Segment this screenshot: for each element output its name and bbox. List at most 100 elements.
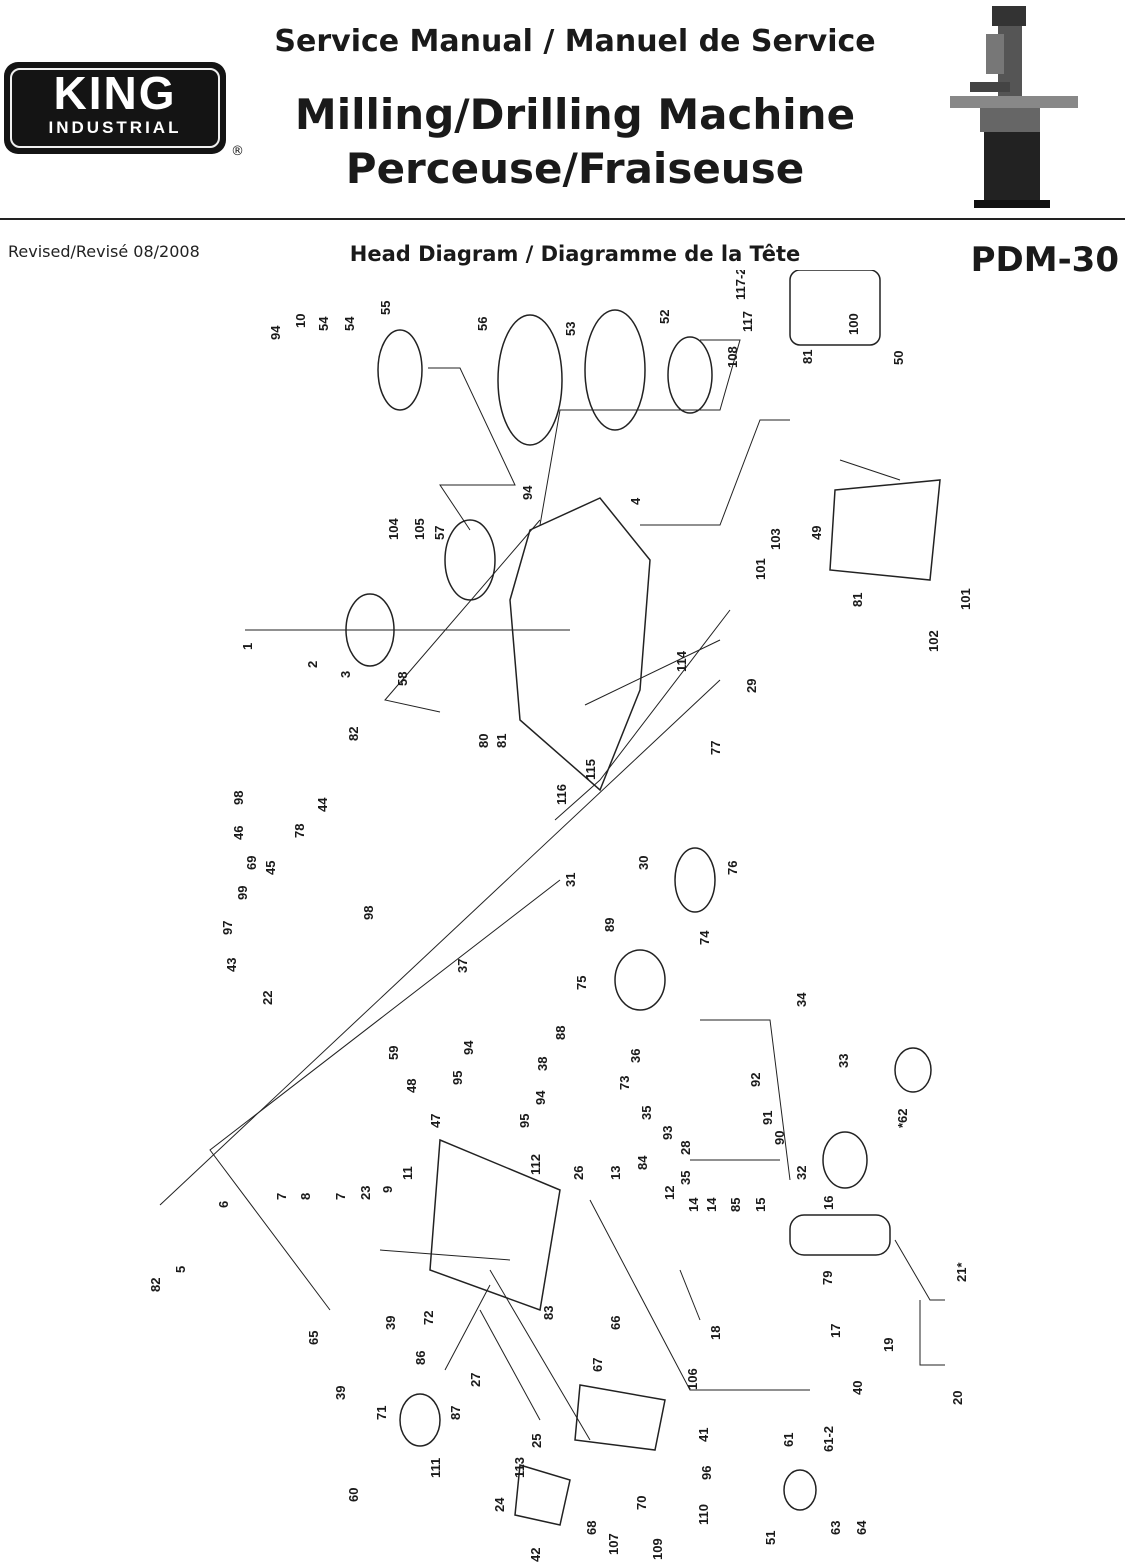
part-label: 82 [148, 1278, 163, 1292]
handwheel-32 [822, 1131, 868, 1189]
part-label: 107 [606, 1533, 621, 1555]
part-label: 97 [220, 921, 235, 935]
part-label: 4 [628, 497, 643, 505]
pulley-55 [377, 329, 423, 411]
part-label: 106 [685, 1368, 700, 1390]
belt-53 [584, 309, 646, 431]
part-label: 23 [358, 1186, 373, 1200]
motor-plate-49 [829, 479, 941, 581]
part-label: 30 [636, 856, 651, 870]
part-label: 31 [563, 873, 578, 887]
part-label: 108 [725, 346, 740, 368]
part-label: 59 [386, 1046, 401, 1060]
revision-date: Revised/Revisé 08/2008 [8, 242, 200, 261]
part-label: 34 [794, 992, 809, 1007]
part-label: 54 [316, 316, 331, 331]
part-label: 71 [374, 1406, 389, 1420]
switch-box-42 [514, 1464, 571, 1526]
part-label: 43 [224, 958, 239, 972]
part-label: 14 [686, 1197, 701, 1212]
part-label: 35 [678, 1171, 693, 1185]
part-label: 48 [404, 1079, 419, 1093]
part-label: 117-2 [733, 270, 748, 300]
part-label: 61 [781, 1433, 796, 1447]
part-label: 80 [476, 734, 491, 748]
part-label: 65 [306, 1331, 321, 1345]
belt-guard-4 [509, 497, 651, 792]
part-label: 8 [298, 1193, 313, 1200]
part-label: 77 [708, 741, 723, 755]
logo-wordmark: KING [53, 67, 177, 119]
part-label: 17 [828, 1324, 843, 1338]
machine-photo [950, 6, 1078, 208]
part-label: 98 [361, 906, 376, 920]
logo-border [10, 68, 220, 148]
part-label: 63 [828, 1521, 843, 1535]
head-casting-11 [429, 1138, 561, 1312]
machine-title-en: Milling/Drilling Machine [294, 90, 856, 139]
part-label: 14 [704, 1197, 719, 1212]
part-label: 114 [674, 650, 689, 672]
part-label: 51 [763, 1531, 778, 1545]
part-label: 39 [383, 1316, 398, 1330]
part-label: 57 [432, 526, 447, 540]
part-label: 42 [528, 1548, 543, 1562]
part-label: 11 [400, 1166, 415, 1180]
machine-title-fr: Perceuse/Fraiseuse [345, 144, 805, 193]
part-label: 101 [753, 558, 768, 580]
part-labels: 1 2 3 4 5 6 7 7 8 9 10 11 12 13 14 14 15… [148, 270, 973, 1562]
registered-mark: ® [231, 144, 244, 159]
part-label: 73 [617, 1076, 632, 1090]
depth-stop-67 [574, 1384, 666, 1451]
part-label: 56 [475, 317, 490, 331]
part-label: 13 [608, 1166, 623, 1180]
part-label: 19 [881, 1338, 896, 1352]
belt-56 [497, 314, 563, 446]
part-label: 94 [520, 485, 535, 500]
spindle-sleeve-74 [674, 847, 716, 913]
drawn-parts [345, 270, 941, 1526]
part-label: 44 [315, 797, 330, 812]
chuck-62 [894, 1047, 932, 1093]
part-label: 72 [421, 1311, 436, 1325]
bearing-cover-57 [444, 519, 496, 601]
part-label: 95 [450, 1071, 465, 1085]
part-label: 94 [461, 1040, 476, 1055]
part-label: 81 [800, 350, 815, 364]
part-label: 115 [583, 759, 598, 780]
part-label: 64 [854, 1520, 869, 1535]
part-label: 55 [378, 301, 393, 315]
pulley-52 [667, 336, 713, 414]
part-label: 33 [836, 1054, 851, 1068]
manual-title: Service Manual / Manuel de Service [274, 24, 876, 59]
part-label: 12 [662, 1186, 677, 1200]
part-label: 116 [554, 784, 569, 805]
part-label: 88 [553, 1026, 568, 1040]
part-label: 86 [413, 1351, 428, 1365]
part-label: 2 [305, 661, 320, 668]
part-label: 79 [820, 1271, 835, 1285]
motor-50 [789, 270, 881, 346]
exploded-head-diagram: 1 2 3 4 5 6 7 7 8 9 10 11 12 13 14 14 15… [148, 270, 973, 1562]
part-label: 100 [846, 313, 861, 335]
part-label: 117 [740, 311, 755, 332]
part-label: 54 [342, 316, 357, 331]
part-label: 47 [428, 1114, 443, 1128]
part-label: 61-2 [821, 1426, 836, 1452]
part-label: 112 [528, 1154, 543, 1175]
part-label: 38 [535, 1057, 550, 1071]
part-label: 26 [571, 1166, 586, 1180]
logo-subtext: INDUSTRIAL [48, 118, 182, 137]
part-label: 93 [660, 1126, 675, 1140]
part-label: 83 [541, 1306, 556, 1320]
part-label: 50 [891, 351, 906, 365]
part-label: 40 [850, 1381, 865, 1395]
part-label: 74 [697, 930, 712, 945]
cam-71 [399, 1393, 441, 1447]
part-label: 94 [268, 325, 283, 340]
part-label: 113 [512, 1457, 527, 1478]
part-label: 6 [216, 1201, 231, 1208]
part-label: 3 [338, 671, 353, 678]
part-label: 7 [333, 1193, 348, 1200]
part-label: 39 [333, 1386, 348, 1400]
